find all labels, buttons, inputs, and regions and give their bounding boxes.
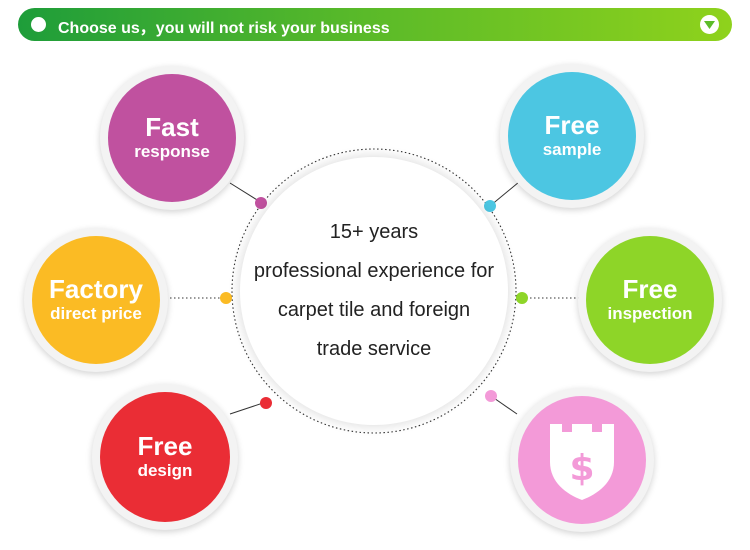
feature-free-inspection: Free inspection <box>578 228 722 372</box>
feature-circle-fill: $ <box>518 396 646 524</box>
dotted-ring <box>231 148 517 434</box>
connector-dot-payment <box>485 390 497 402</box>
feature-circle-fill: Fast response <box>108 74 236 202</box>
feature-circle-fill: Free inspection <box>586 236 714 364</box>
feature-title: Factory <box>49 274 143 304</box>
center-line: professional experience for <box>253 260 495 282</box>
feature-payment-security: $ <box>510 388 654 532</box>
feature-circle-fill: Free design <box>100 392 230 522</box>
feature-free-design: Free design <box>92 384 238 530</box>
feature-subtitle: design <box>137 461 193 480</box>
feature-circle-fill: Free sample <box>508 72 636 200</box>
center-circle: 15+ years professional experience for ca… <box>240 157 508 425</box>
center-line: trade service <box>316 338 432 360</box>
connector-dot-factory <box>220 292 232 304</box>
feature-subtitle: inspection <box>607 304 693 323</box>
banner-title: Choose us，you will not risk your busines… <box>58 20 390 37</box>
center-line: carpet tile and foreign <box>277 299 471 321</box>
connector-dot-fast <box>255 197 267 209</box>
feature-subtitle: response <box>134 142 210 161</box>
feature-factory-direct-price: Factory direct price <box>24 228 168 372</box>
connector-dot-design <box>260 397 272 409</box>
center-text: 15+ years professional experience for ca… <box>254 213 494 369</box>
feature-subtitle: sample <box>542 140 602 159</box>
feature-title: Fast <box>145 112 199 142</box>
feature-circle-fill: Factory direct price <box>32 236 160 364</box>
feature-fast-response: Fast response <box>100 66 244 210</box>
feature-title: Free <box>137 431 193 461</box>
connector-dot-inspection <box>516 292 528 304</box>
feature-free-sample: Free sample <box>500 64 644 208</box>
feature-title: Free <box>622 274 678 304</box>
bullet-dot-icon <box>31 17 46 32</box>
connector-dot-sample <box>484 200 496 212</box>
feature-title: Free <box>544 110 600 140</box>
header-banner: Choose us，you will not risk your busines… <box>18 8 732 41</box>
feature-subtitle: direct price <box>50 304 142 323</box>
shield-dollar-icon: $ <box>550 424 614 500</box>
chevron-down-icon[interactable] <box>700 15 719 34</box>
center-line: 15+ years <box>329 221 419 243</box>
svg-text:$: $ <box>569 448 594 489</box>
